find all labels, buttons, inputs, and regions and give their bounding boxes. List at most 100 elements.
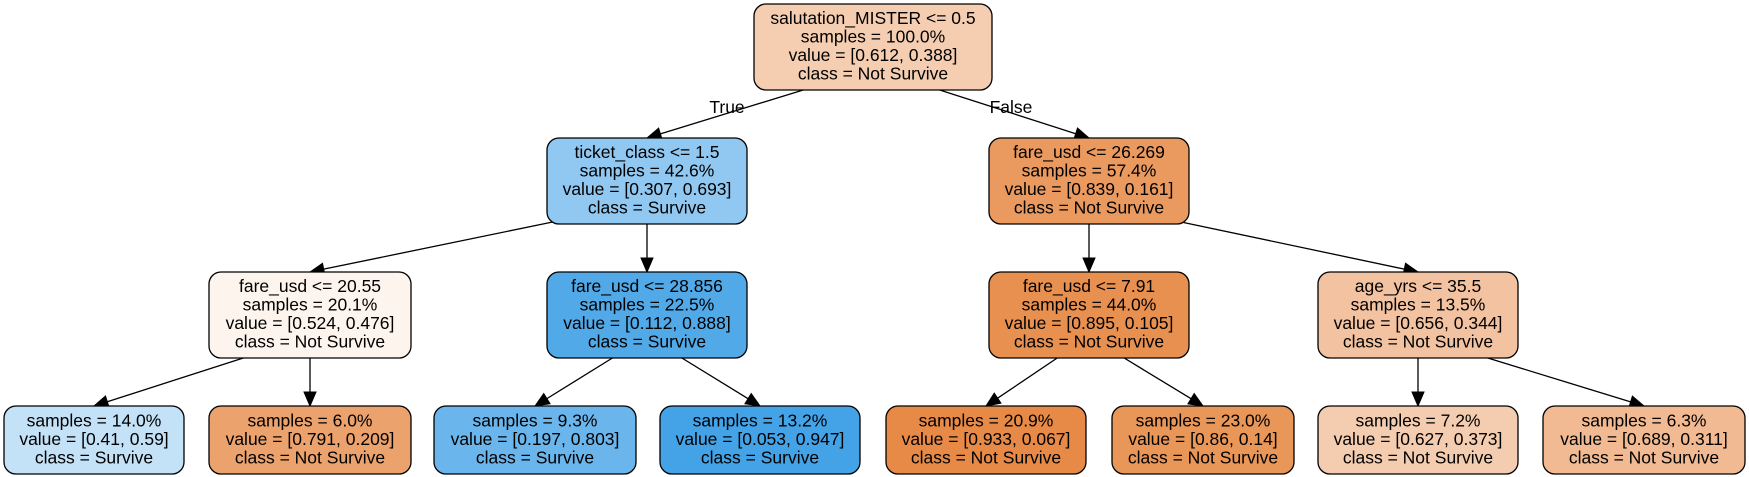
node-text-line: class = Survive — [476, 447, 594, 467]
node-text-line: value = [0.612, 0.388] — [789, 45, 958, 65]
edge-line — [933, 87, 1076, 135]
tree-node: samples = 14.0%value = [0.41, 0.59]class… — [3, 405, 185, 475]
edge-line — [678, 355, 749, 400]
node-box — [3, 405, 185, 475]
node-text-line: class = Not Survive — [911, 447, 1061, 467]
node-text-line: samples = 9.3% — [473, 410, 598, 430]
tree-edge — [1481, 355, 1646, 409]
arrow-head-icon — [1082, 257, 1096, 274]
node-text-line: ticket_class <= 1.5 — [575, 142, 720, 163]
edge-line — [997, 355, 1061, 399]
tree-node: samples = 13.2%value = [0.053, 0.947]cla… — [659, 405, 861, 475]
arrow-head-icon — [1411, 391, 1425, 408]
node-text-line: fare_usd <= 20.55 — [239, 276, 381, 297]
node-text-line: salutation_MISTER <= 0.5 — [770, 8, 975, 29]
node-text-line: value = [0.839, 0.161] — [1005, 179, 1174, 199]
edge-line — [660, 87, 810, 135]
node-box — [988, 137, 1190, 225]
node-text-line: value = [0.307, 0.693] — [563, 179, 732, 199]
node-text-line: value = [0.524, 0.476] — [226, 313, 395, 333]
node-text-line: samples = 13.5% — [1351, 295, 1486, 315]
node-text-line: class = Survive — [588, 198, 706, 218]
edge-label: False — [990, 97, 1033, 117]
node-text-line: value = [0.895, 0.105] — [1005, 313, 1174, 333]
node-text-line: class = Not Survive — [1343, 332, 1493, 352]
node-text-line: class = Not Survive — [798, 64, 948, 84]
edge-label: True — [709, 97, 744, 117]
node-text-line: samples = 14.0% — [27, 410, 162, 430]
tree-edge — [308, 221, 553, 276]
node-text-line: samples = 57.4% — [1022, 161, 1157, 181]
node-text-line: class = Not Survive — [1014, 198, 1164, 218]
node-text-line: samples = 20.9% — [919, 410, 1054, 430]
node-text-line: value = [0.933, 0.067] — [902, 429, 1071, 449]
node-text-line: samples = 23.0% — [1136, 410, 1271, 430]
node-text-line: fare_usd <= 7.91 — [1023, 276, 1155, 297]
edge-line — [546, 355, 616, 400]
node-text-line: samples = 13.2% — [693, 410, 828, 430]
node-text-line: value = [0.41, 0.59] — [19, 429, 168, 449]
node-text-line: class = Survive — [35, 447, 153, 467]
arrow-head-icon — [533, 392, 551, 407]
node-text-line: samples = 6.0% — [248, 410, 373, 430]
node-text-line: value = [0.86, 0.14] — [1128, 429, 1277, 449]
node-text-line: samples = 6.3% — [1582, 410, 1707, 430]
tree-edge — [1411, 356, 1425, 408]
tree-edge — [1180, 221, 1420, 276]
node-text-line: samples = 100.0% — [801, 27, 945, 47]
node-box — [208, 405, 412, 475]
node-box — [1111, 405, 1295, 475]
node-text-line: class = Not Survive — [1014, 332, 1164, 352]
arrow-head-icon — [303, 391, 317, 408]
edge-line — [323, 221, 553, 270]
node-text-line: class = Survive — [701, 447, 819, 467]
tree-edge — [92, 355, 250, 408]
edges-layer: True False — [92, 87, 1646, 409]
tree-node: samples = 6.0%value = [0.791, 0.209]clas… — [208, 405, 412, 475]
node-text-line: value = [0.627, 0.373] — [1334, 429, 1503, 449]
tree-edge — [678, 355, 762, 407]
node-text-line: value = [0.112, 0.888] — [563, 313, 731, 333]
node-text-line: age_yrs <= 35.5 — [1355, 276, 1481, 297]
tree-edge: False — [933, 87, 1091, 140]
edge-line — [1481, 355, 1631, 403]
tree-edge: True — [645, 87, 810, 141]
tree-edge — [303, 356, 317, 408]
node-box — [208, 271, 412, 359]
node-text-line: value = [0.053, 0.947] — [676, 429, 845, 449]
node-text-line: class = Not Survive — [1569, 447, 1719, 467]
node-text-line: value = [0.689, 0.311] — [1560, 429, 1728, 449]
tree-node: samples = 20.9%value = [0.933, 0.067]cla… — [885, 405, 1087, 475]
node-text-line: class = Not Survive — [1128, 447, 1278, 467]
node-box — [433, 405, 637, 475]
edge-line — [1180, 221, 1405, 270]
node-text-line: class = Not Survive — [235, 447, 385, 467]
tree-edge — [984, 355, 1061, 407]
edge-line — [107, 355, 250, 403]
tree-node: samples = 23.0%value = [0.86, 0.14]class… — [1111, 405, 1295, 475]
tree-node: samples = 7.2%value = [0.627, 0.373]clas… — [1317, 405, 1519, 475]
node-text-line: value = [0.656, 0.344] — [1334, 313, 1503, 333]
node-box — [885, 405, 1087, 475]
node-text-line: class = Not Survive — [235, 332, 385, 352]
tree-edge — [1120, 355, 1205, 407]
node-text-line: fare_usd <= 26.269 — [1013, 142, 1165, 163]
node-box — [546, 137, 748, 225]
node-box — [1542, 405, 1746, 475]
tree-edge — [1082, 222, 1096, 274]
node-text-line: samples = 42.6% — [580, 161, 715, 181]
node-box — [1317, 271, 1519, 359]
edge-line — [1120, 355, 1192, 400]
tree-edge — [533, 355, 616, 407]
node-text-line: samples = 20.1% — [243, 295, 378, 315]
node-text-line: fare_usd <= 28.856 — [571, 276, 723, 297]
arrow-head-icon — [1187, 392, 1205, 407]
